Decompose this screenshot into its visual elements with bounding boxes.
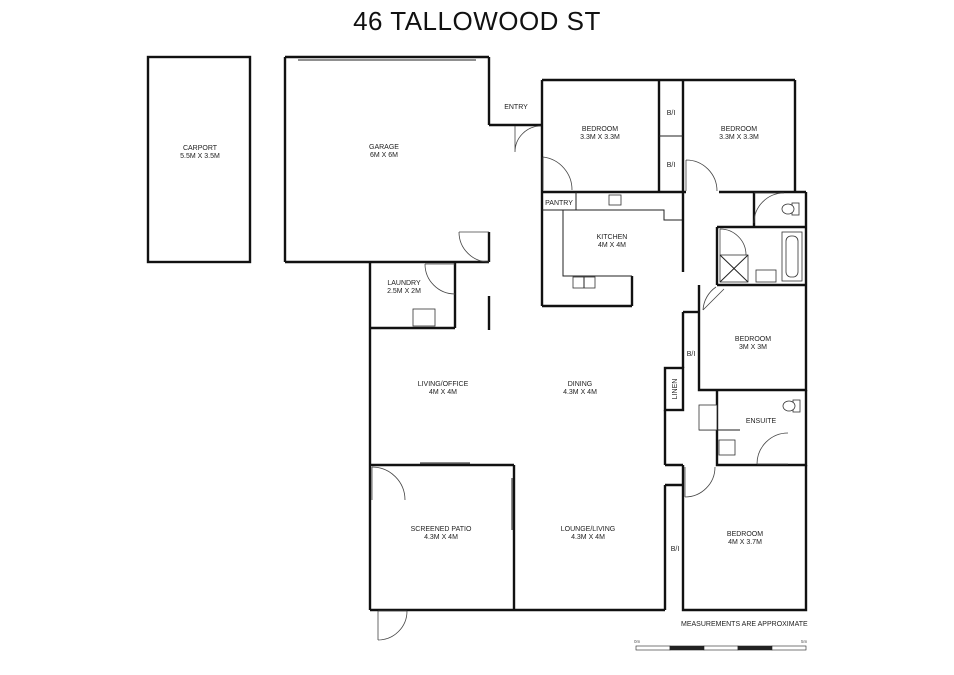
garage-door-swing (458, 231, 490, 263)
dining-size: 4.3M X 4M (563, 389, 597, 396)
laundry-door-swing (424, 263, 456, 295)
ensuite-shower (698, 404, 718, 431)
patio-size: 4.3M X 4M (424, 534, 458, 541)
scale-bar-start: 0m (634, 639, 641, 644)
bedroom-2-size: 3.3M X 3.3M (719, 134, 759, 141)
lounge-living-label: LOUNGE/LIVING (561, 526, 615, 533)
bedroom-2: BEDROOM 3.3M X 3.3M (685, 80, 806, 194)
bedroom-1-label: BEDROOM (582, 126, 618, 133)
bedroom-4-label: BEDROOM (727, 531, 763, 538)
kitchen-cooktop (608, 194, 622, 206)
bedroom-4: B/I BEDROOM 4M X 3.7M (663, 465, 808, 612)
bedroom-3-walls (697, 285, 808, 392)
scale-bar-seg-1 (635, 645, 671, 651)
patio-door-swing (371, 466, 406, 501)
living-area: LIVING/OFFICE 4M X 4M DINING 4.3M X 4M L… (418, 381, 683, 541)
ensuite-toilet-bowl (782, 400, 796, 412)
scale-bar-seg-2 (669, 645, 705, 651)
dining-label: DINING (568, 381, 593, 388)
bi-4-label: B/I (671, 546, 680, 553)
bedroom-1-door-swing (542, 156, 573, 191)
entry: ENTRY (489, 104, 542, 153)
bedroom-1-size: 3.3M X 3.3M (580, 134, 620, 141)
bedroom-3: B/I BEDROOM 3M X 3M (681, 262, 808, 392)
shower-diagonal-2 (719, 254, 749, 283)
bedroom-2-door-swing (685, 159, 718, 192)
entry-door-swing (514, 125, 542, 153)
bathroom-door-swing (719, 228, 747, 256)
laundry-tub (412, 308, 436, 327)
ensuite-vanity (718, 439, 736, 456)
bi-2-label: B/I (667, 162, 676, 169)
patio-label: SCREENED PATIO (411, 526, 472, 533)
ensuite-door-swing (756, 432, 789, 465)
bathroom (715, 192, 808, 287)
bedroom-1: BEDROOM 3.3M X 3.3M (540, 78, 795, 194)
measurements-note: MEASUREMENTS ARE APPROXIMATE (681, 621, 808, 628)
bathroom-vanity (755, 269, 777, 283)
bi-1-label: B/I (667, 110, 676, 117)
linen-label: LINEN (672, 379, 679, 400)
laundry-size: 2.5M X 2M (387, 288, 421, 295)
laundry-label: LAUNDRY (387, 280, 421, 287)
ensuite: ENSUITE (698, 390, 808, 467)
bedroom-3-label: BEDROOM (735, 336, 771, 343)
garage-size: 6M X 6M (370, 152, 398, 159)
pantry-label: PANTRY (545, 200, 573, 207)
carport-size: 5.5M X 3.5M (180, 153, 220, 160)
carport: CARPORT 5.5M X 3.5M (146, 55, 252, 264)
builtin-top: B/I B/I (657, 80, 685, 192)
linen: LINEN (663, 366, 685, 412)
lounge-living-size: 4.3M X 4M (571, 534, 605, 541)
bathtub-inner (785, 235, 799, 278)
wc-door-swing (753, 192, 785, 224)
bedroom-3-door-swing (702, 286, 725, 311)
scale-bar-seg-4 (737, 645, 773, 651)
bedroom-2-label: BEDROOM (721, 126, 757, 133)
carport-outline (146, 55, 252, 264)
kitchen: PANTRY KITCHEN 4M X 4M (540, 192, 685, 308)
toilet-bowl (781, 203, 795, 215)
kitchen-bench-top (576, 209, 683, 221)
laundry: LAUNDRY 2.5M X 2M (368, 262, 491, 610)
kitchen-bench-left (562, 210, 632, 277)
living-office-label: LIVING/OFFICE (418, 381, 469, 388)
bedroom-4-size: 4M X 3.7M (728, 539, 762, 546)
patio-exit-door-swing (377, 610, 408, 641)
ensuite-label: ENSUITE (746, 418, 777, 425)
kitchen-size: 4M X 4M (598, 242, 626, 249)
kitchen-label: KITCHEN (597, 234, 628, 241)
scale-bar: 0m 5m (634, 639, 808, 651)
bedroom-4-walls (681, 465, 808, 612)
screened-patio: SCREENED PATIO 4.3M X 4M (370, 462, 665, 641)
linen-outline (663, 366, 685, 412)
plan-title: 46 TALLOWOOD ST (353, 6, 601, 36)
bi-3-label: B/I (687, 351, 696, 358)
bedroom-3-size: 3M X 3M (739, 344, 767, 351)
garage-label: GARAGE (369, 144, 399, 151)
bedroom-4-door-swing (684, 466, 716, 498)
carport-label: CARPORT (183, 145, 218, 152)
living-office-size: 4M X 4M (429, 389, 457, 396)
scale-bar-seg-5 (771, 645, 807, 651)
scale-bar-end: 5m (801, 639, 808, 644)
entry-label: ENTRY (504, 104, 528, 111)
scale-bar-seg-3 (703, 645, 739, 651)
garage: GARAGE 6M X 6M (283, 55, 491, 264)
